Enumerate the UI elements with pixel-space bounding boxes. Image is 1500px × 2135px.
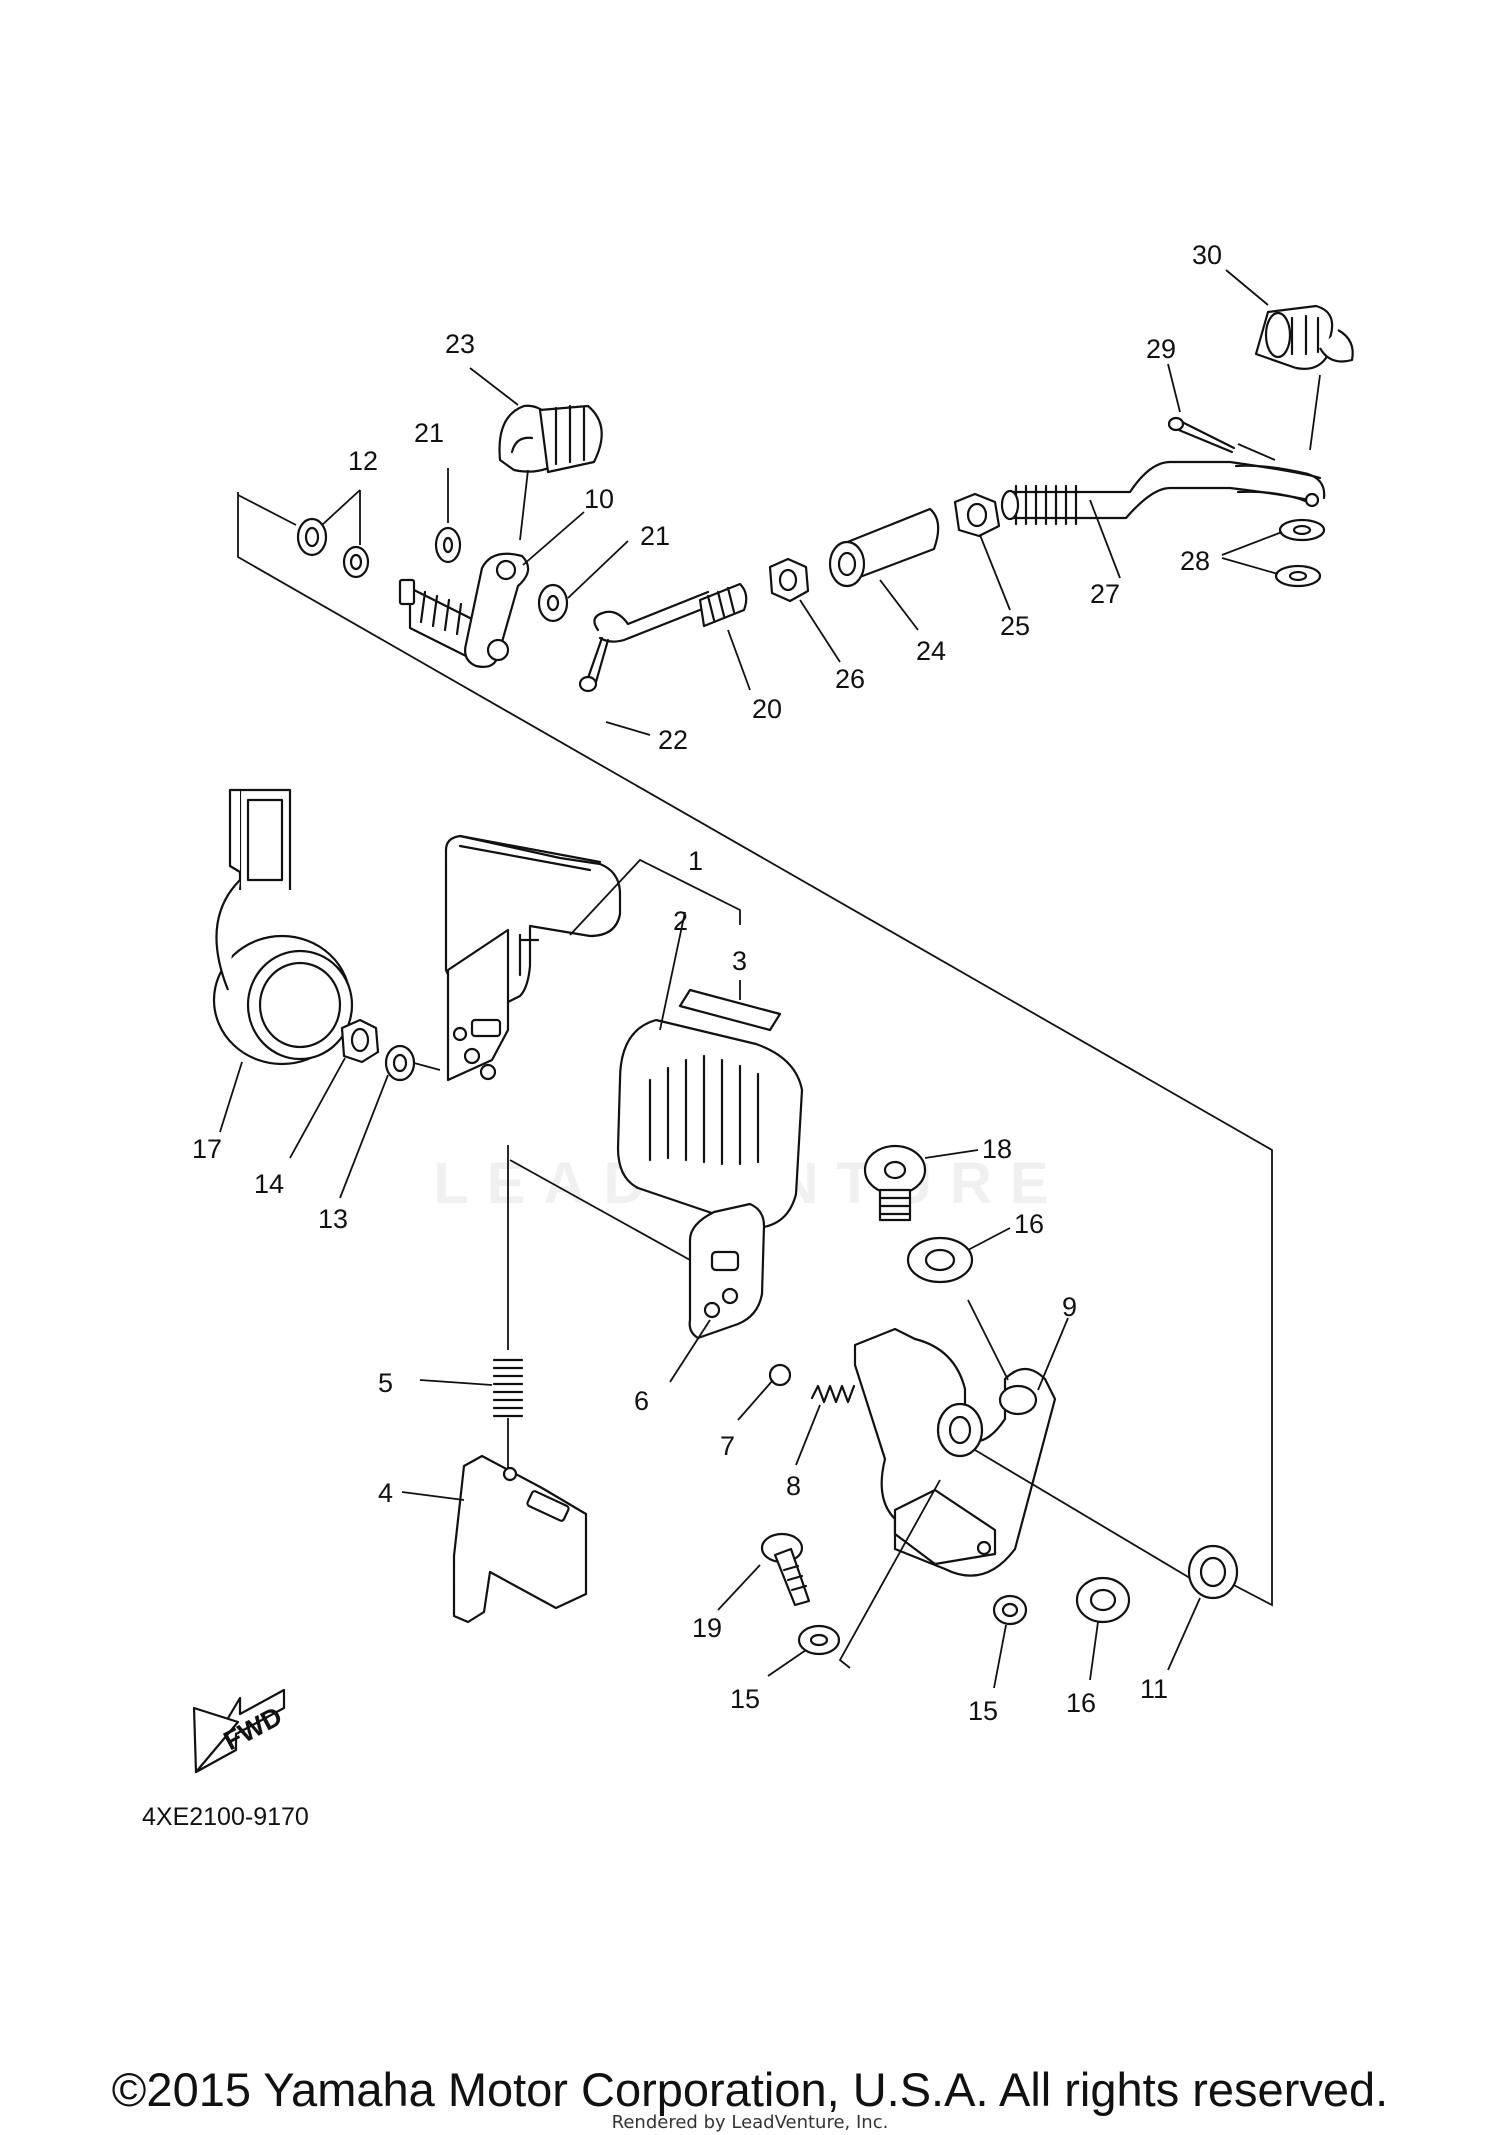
part-10-shift-lever — [398, 552, 530, 668]
part-25-nut — [953, 492, 1001, 538]
part-22-cotter-pin — [578, 636, 610, 693]
part-5-spring — [492, 1145, 524, 1470]
callout-21b[interactable]: 21 — [640, 521, 670, 551]
callout-14[interactable]: 14 — [254, 1169, 284, 1199]
callout-21a[interactable]: 21 — [414, 418, 444, 448]
callout-30[interactable]: 30 — [1192, 240, 1222, 270]
callout-25[interactable]: 25 — [1000, 611, 1030, 641]
callout-12[interactable]: 12 — [348, 446, 378, 476]
callout-17[interactable]: 17 — [192, 1134, 222, 1164]
part-23-boot — [498, 404, 603, 541]
copyright: ©2015 Yamaha Motor Corporation, U.S.A. A… — [111, 2063, 1389, 2116]
callout-28[interactable]: 28 — [1180, 546, 1210, 576]
part-12-washers — [296, 517, 370, 579]
part-17-bracket — [212, 788, 354, 1066]
callout-19[interactable]: 19 — [692, 1613, 722, 1643]
part-21-washers — [434, 526, 569, 623]
callout-16a[interactable]: 16 — [1014, 1209, 1044, 1239]
callout-22[interactable]: 22 — [658, 725, 688, 755]
callout-11[interactable]: 11 — [1140, 1674, 1168, 1704]
callout-24[interactable]: 24 — [916, 636, 946, 666]
callouts: 30 29 27 28 25 24 26 20 22 21 10 21 12 2… — [192, 240, 1222, 1726]
callout-15b[interactable]: 15 — [968, 1696, 998, 1726]
part-27-shift-rod — [1000, 460, 1326, 526]
part-number: 4XE2100-9170 — [142, 1803, 309, 1831]
part-16-washers — [906, 1236, 1131, 1624]
callout-4[interactable]: 4 — [378, 1478, 393, 1508]
part-29-cotter-pin — [1167, 416, 1276, 461]
rendered-by: Rendered by LeadVenture, Inc. — [611, 2112, 889, 2133]
callout-20[interactable]: 20 — [752, 694, 782, 724]
part-24-sleeve — [828, 507, 940, 588]
part-3-decal — [678, 988, 782, 1032]
part-13-washer — [384, 1044, 441, 1082]
leader-lines — [219, 269, 1283, 1689]
callout-5[interactable]: 5 — [378, 1368, 393, 1398]
part-18-screw — [863, 1144, 927, 1222]
callout-2[interactable]: 2 — [673, 906, 688, 936]
callout-26[interactable]: 26 — [835, 664, 865, 694]
part-1-handle — [444, 834, 741, 1082]
callout-7[interactable]: 7 — [720, 1431, 735, 1461]
part-30-boot — [1254, 304, 1354, 451]
part-7-ball — [768, 1363, 792, 1387]
callout-6[interactable]: 6 — [634, 1386, 649, 1416]
callout-29[interactable]: 29 — [1146, 334, 1176, 364]
part-28-washers — [1274, 518, 1326, 588]
callout-10[interactable]: 10 — [584, 484, 614, 514]
part-14-nut — [340, 1018, 380, 1064]
part-11-washer — [1187, 1544, 1239, 1600]
part-19-bolt — [760, 1532, 811, 1607]
part-4-detent — [452, 1454, 588, 1624]
callout-1[interactable]: 1 — [688, 846, 703, 876]
part-6-plate — [509, 1159, 766, 1340]
callout-8[interactable]: 8 — [786, 1471, 801, 1501]
callout-15a[interactable]: 15 — [730, 1684, 760, 1714]
part-8-spring — [810, 1384, 856, 1404]
part-15-washers — [797, 1479, 1028, 1669]
callout-23[interactable]: 23 — [445, 329, 475, 359]
callout-27[interactable]: 27 — [1090, 579, 1120, 609]
part-2-grip — [616, 1018, 804, 1230]
frame-lines — [237, 492, 1273, 1607]
callout-9[interactable]: 9 — [1062, 1292, 1077, 1322]
part-9-housing — [853, 1299, 1211, 1591]
callout-13[interactable]: 13 — [318, 1204, 348, 1234]
part-20-shift-rod — [593, 582, 748, 643]
callout-3[interactable]: 3 — [732, 946, 747, 976]
callout-16b[interactable]: 16 — [1066, 1688, 1096, 1718]
callout-18[interactable]: 18 — [982, 1134, 1012, 1164]
part-26-nut — [768, 557, 810, 603]
fwd-arrow-icon: FWD — [192, 1688, 287, 1774]
